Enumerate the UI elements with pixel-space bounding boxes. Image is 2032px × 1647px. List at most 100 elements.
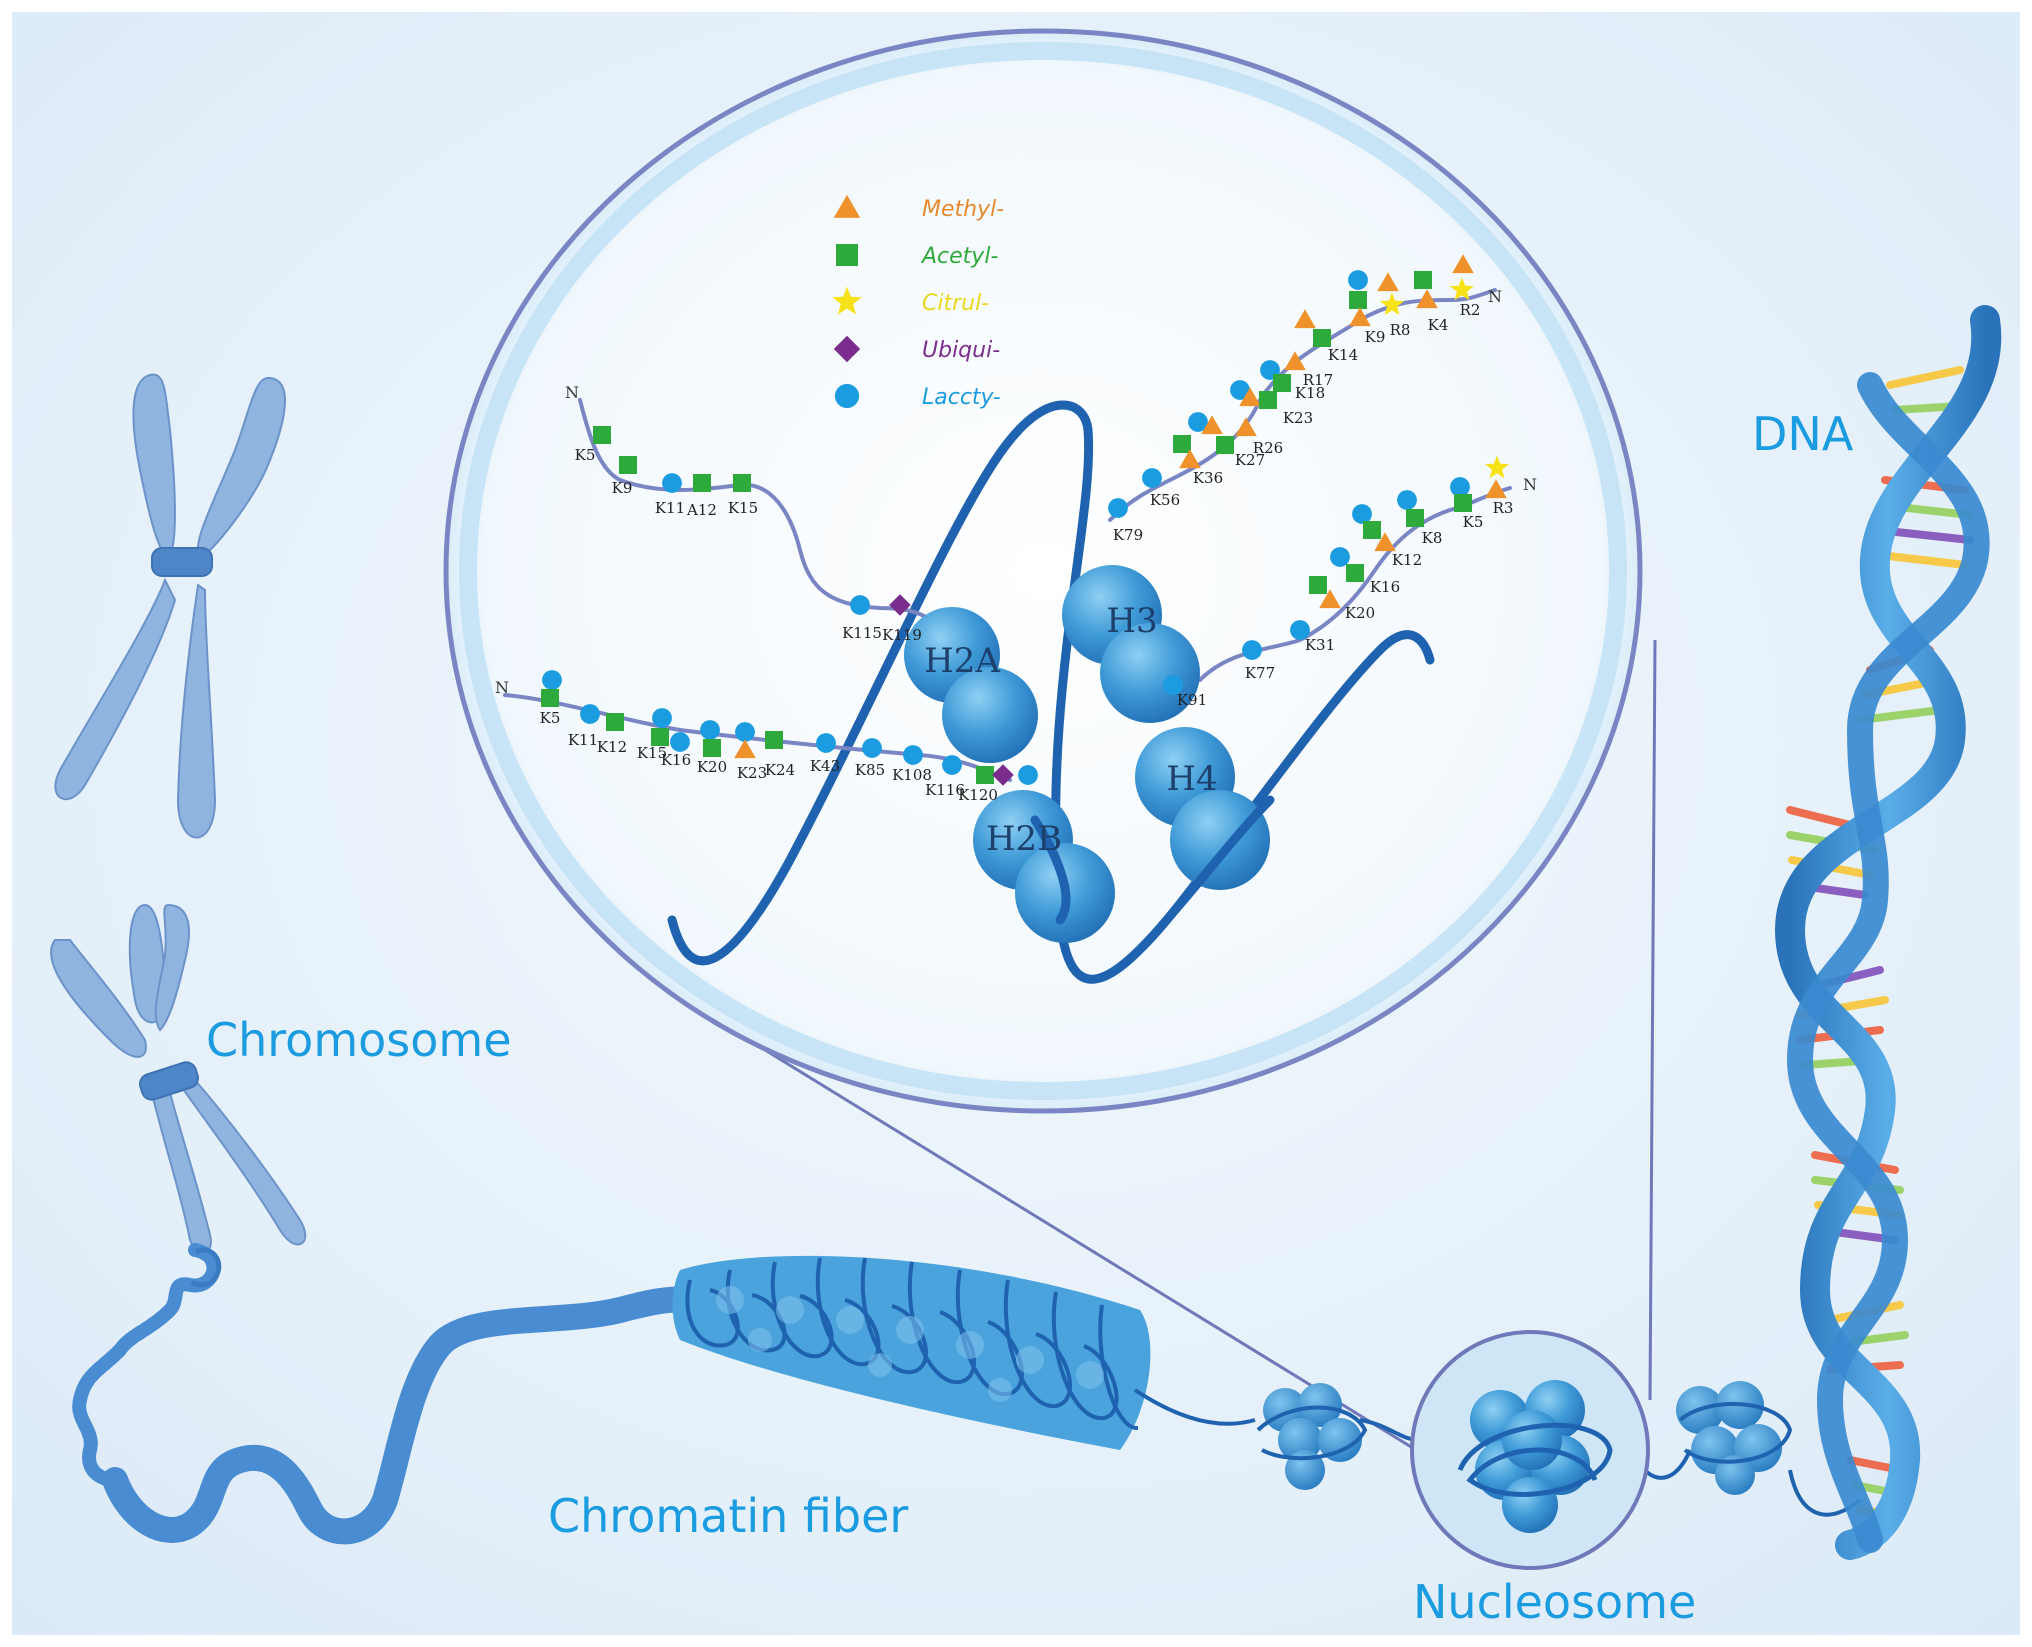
mod-mark-triangle-icon: [1284, 351, 1306, 371]
mod-mark-circle-icon: [652, 708, 672, 728]
histone-label-h4: H4: [1166, 759, 1217, 799]
label-nucleosome: Nucleosome: [1413, 1575, 1696, 1629]
mod-mark-circle-icon: [1142, 468, 1162, 488]
legend-label-square: Acetyl-: [920, 244, 998, 269]
mod-mark-square-icon: [593, 426, 611, 444]
residue-label-h2b: K11: [568, 731, 598, 749]
residue-label-h2a: K5: [575, 446, 596, 464]
histone-label-h3: H3: [1106, 601, 1157, 641]
coil-loop: [190, 1247, 222, 1288]
residue-label-h3: K27: [1235, 451, 1265, 469]
mod-mark-square-icon: [1309, 576, 1327, 594]
residue-label-h3: R8: [1390, 321, 1411, 339]
chromatin-fiber: [672, 1255, 1151, 1450]
mod-mark-star-icon: [1485, 455, 1509, 479]
mod-mark-square-icon: [1313, 329, 1331, 347]
mod-mark-circle-icon: [662, 473, 682, 493]
mod-mark-square-icon: [976, 766, 994, 784]
residue-label-h3: R2: [1460, 301, 1481, 319]
mod-mark-circle-icon: [942, 755, 962, 775]
mod-mark-circle-icon: [700, 720, 720, 740]
modification-marks: [541, 254, 1509, 786]
dna-helix: [1774, 305, 2002, 1560]
residue-label-h2a: K115: [842, 624, 882, 642]
residue-label-h4: K5: [1463, 513, 1484, 531]
legend-diamond-icon: [833, 335, 861, 363]
legend-label-star: Citrul-: [922, 291, 989, 316]
mod-mark-triangle-icon: [1377, 272, 1399, 292]
mod-mark-square-icon: [1273, 374, 1291, 392]
nucleosome-highlight: [1410, 1330, 1650, 1570]
zoom-line-right: [1648, 639, 1657, 1401]
mod-mark-square-icon: [703, 739, 721, 757]
legend-square-icon: [836, 244, 858, 266]
mod-mark-triangle-icon: [1319, 589, 1341, 609]
chromatin-tail: [102, 1286, 703, 1545]
legend: Methyl-Acetyl-Citrul-Ubiqui-Laccty-: [832, 194, 1004, 410]
mod-mark-square-icon: [1216, 436, 1234, 454]
mod-mark-square-icon: [619, 456, 637, 474]
mod-mark-square-icon: [693, 474, 711, 492]
zoom-bubble: [443, 28, 1643, 1114]
mod-mark-circle-icon: [850, 595, 870, 615]
mod-mark-square-icon: [1173, 435, 1191, 453]
mod-mark-circle-icon: [1330, 547, 1350, 567]
mod-mark-triangle-icon: [1416, 289, 1438, 309]
residue-label-h3: K9: [1365, 328, 1386, 346]
legend-triangle-icon: [833, 194, 861, 218]
mod-mark-square-icon: [733, 474, 751, 492]
n-terminus-h4: N: [1523, 475, 1537, 494]
mod-mark-circle-icon: [816, 733, 836, 753]
residue-label-h2a: K119: [882, 626, 922, 644]
residue-label-h3: K79: [1113, 526, 1143, 544]
mod-mark-circle-icon: [903, 745, 923, 765]
chromosome-small: [50, 903, 307, 1254]
mod-mark-triangle-icon: [1201, 415, 1223, 435]
dna-over-h2b: [1030, 815, 1071, 925]
residue-label-h2b: K16: [661, 751, 691, 769]
residue-label-h3: R26: [1253, 439, 1283, 457]
mod-mark-circle-icon: [1348, 270, 1368, 290]
residue-label-h4: R3: [1493, 499, 1514, 517]
mod-mark-circle-icon: [1108, 498, 1128, 518]
legend-label-circle: Laccty-: [922, 385, 1001, 410]
residue-label-h3: K14: [1328, 346, 1358, 364]
mod-mark-triangle-icon: [1235, 417, 1257, 437]
nucleosome-dna: [667, 400, 1435, 984]
label-chromosome: Chromosome: [206, 1013, 512, 1067]
residue-label-h2b: K20: [697, 758, 727, 776]
mod-mark-circle-icon: [1242, 640, 1262, 660]
mod-mark-square-icon: [1454, 494, 1472, 512]
nucleosome-small-left: [1256, 1383, 1368, 1490]
mod-mark-square-icon: [1406, 509, 1424, 527]
residue-label-h2b: K5: [540, 709, 561, 727]
label-dna: DNA: [1752, 407, 1854, 461]
mod-mark-square-icon: [541, 689, 559, 707]
mod-mark-circle-icon: [1397, 490, 1417, 510]
n-terminus-h3: N: [1488, 287, 1502, 306]
mod-mark-circle-icon: [542, 670, 562, 690]
residue-label-h4: K8: [1422, 529, 1443, 547]
legend-label-diamond: Ubiqui-: [922, 338, 1000, 363]
mod-mark-square-icon: [1346, 564, 1364, 582]
mod-mark-square-icon: [1414, 271, 1432, 289]
residue-label-h4: K91: [1177, 691, 1207, 709]
mod-mark-circle-icon: [1450, 477, 1470, 497]
linker-dna-1: [1133, 1388, 1256, 1426]
residue-label-h4: K77: [1245, 664, 1275, 682]
mod-mark-star-icon: [1380, 292, 1404, 316]
residue-label-h2b: K12: [597, 738, 627, 756]
residue-label-h2a: K9: [612, 479, 633, 497]
residue-label-h3: K56: [1150, 491, 1180, 509]
mod-mark-triangle-icon: [1349, 307, 1371, 327]
mod-mark-circle-icon: [862, 738, 882, 758]
mod-mark-triangle-icon: [1294, 309, 1316, 329]
n-terminus-h2a: N: [565, 383, 579, 402]
mod-mark-circle-icon: [1188, 412, 1208, 432]
residue-label-h2b: K43: [810, 757, 840, 775]
mod-mark-circle-icon: [580, 704, 600, 724]
residue-label-h2b: K108: [892, 766, 932, 784]
mod-mark-circle-icon: [670, 732, 690, 752]
mod-mark-square-icon: [1363, 521, 1381, 539]
